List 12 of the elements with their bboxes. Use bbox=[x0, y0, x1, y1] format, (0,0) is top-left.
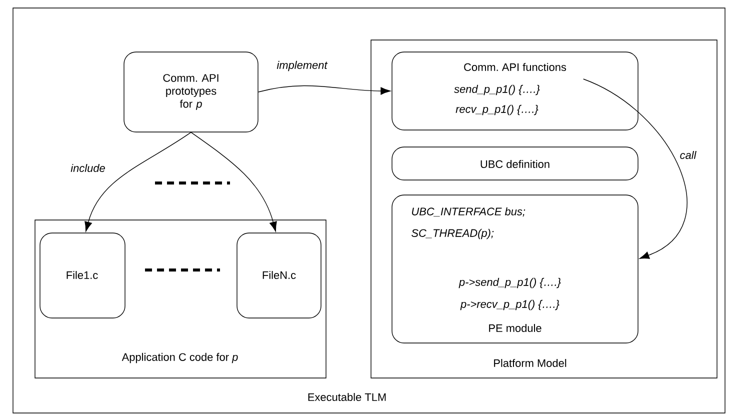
rounded-box: File1.c bbox=[40, 232, 126, 318]
rounded-box: UBC_INTERFACE bus; SC_THREAD(p); p->send_p_p1() {….} p->recv_p_p1() {….} PE module bbox=[392, 194, 638, 344]
rounded-box: FileN.c bbox=[236, 232, 322, 318]
rounded-box: Comm. API functions send_p_p1() {….} recv_p_p1() {….} bbox=[392, 52, 638, 130]
arrow bbox=[258, 85, 391, 95]
rounded-box: UBC definition bbox=[392, 146, 638, 180]
rounded-box: Comm. API prototypes for p bbox=[124, 52, 258, 132]
edge-label: implement bbox=[276, 60, 328, 72]
edge-label: include bbox=[70, 162, 106, 174]
arrow bbox=[84, 132, 192, 232]
arrow bbox=[583, 78, 688, 259]
arrow bbox=[190, 132, 277, 232]
